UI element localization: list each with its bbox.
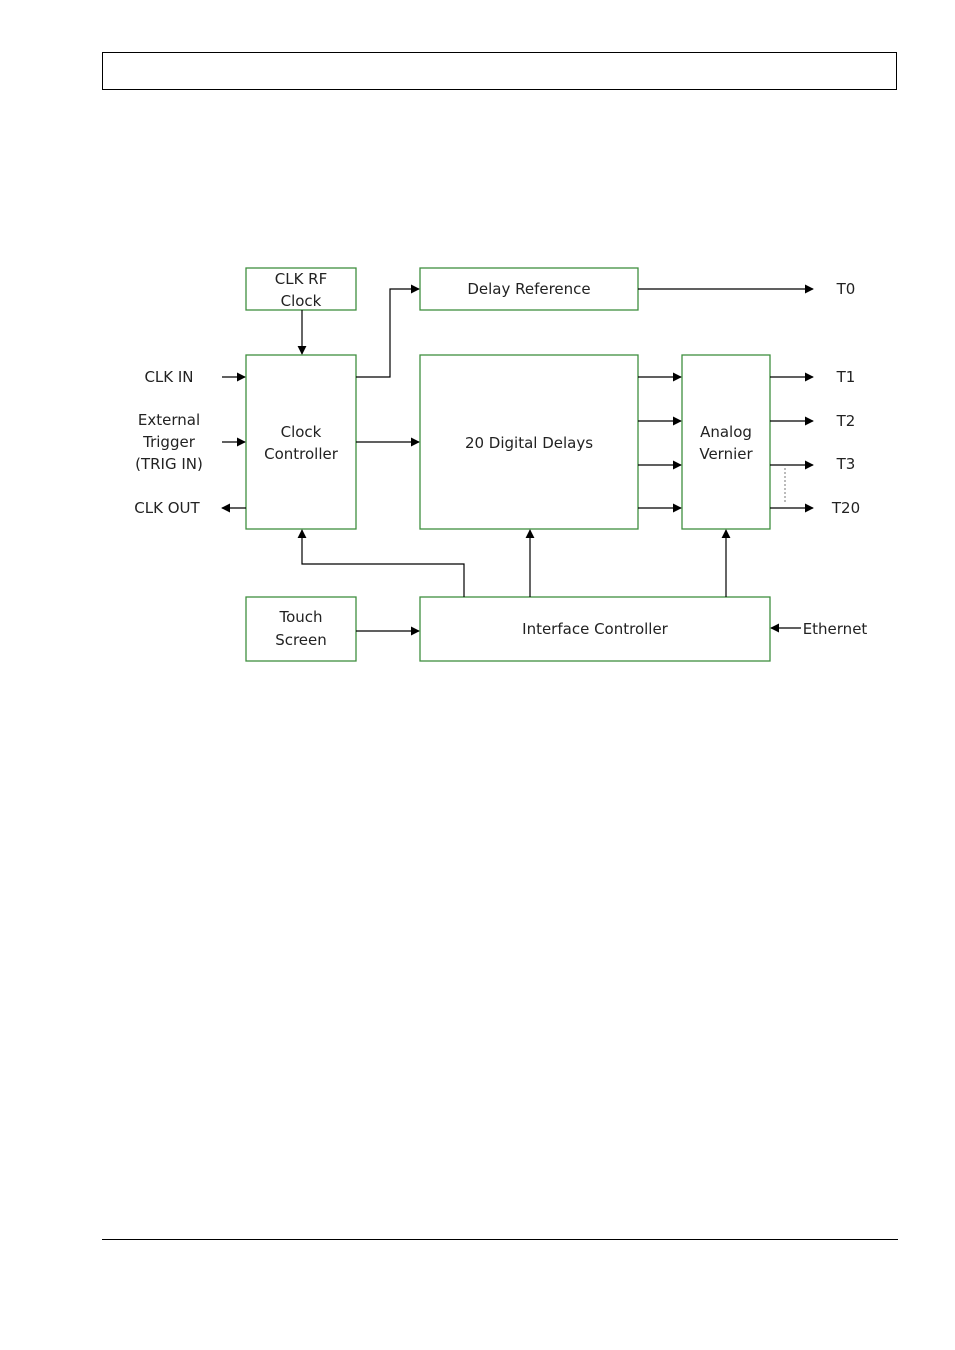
t2-label-line: T2 xyxy=(836,412,856,430)
t1-label: T1 xyxy=(836,368,856,386)
t20-label-line: T20 xyxy=(831,499,860,517)
analog-vernier-label-line: Vernier xyxy=(699,445,753,463)
external-trigger-label-line: External xyxy=(138,411,200,429)
footer-rule xyxy=(102,1239,898,1240)
interface-controller-label-line: Interface Controller xyxy=(522,620,669,638)
interface-to-clock-controller-arrow xyxy=(302,530,464,597)
t20-label: T20 xyxy=(831,499,860,517)
clk-out-label-line: CLK OUT xyxy=(134,499,200,517)
clock-controller-label-line: Clock xyxy=(281,423,322,441)
t1-label-line: T1 xyxy=(836,368,856,386)
clk-rf-clock-label-line: Clock xyxy=(281,292,322,310)
touch-screen-block xyxy=(246,597,356,661)
t0-label-line: T0 xyxy=(836,280,856,298)
touch-screen-label-line: Touch xyxy=(278,608,322,626)
ethernet-label: Ethernet xyxy=(803,620,868,638)
digital-delays-label-line: 20 Digital Delays xyxy=(465,434,593,452)
interface-controller-label: Interface Controller xyxy=(522,620,669,638)
external-trigger-label-line: (TRIG IN) xyxy=(135,455,203,473)
delay-reference-label-line: Delay Reference xyxy=(467,280,590,298)
clk-in-label-line: CLK IN xyxy=(144,368,193,386)
analog-vernier-label-line: Analog xyxy=(700,423,752,441)
clk-in-label: CLK IN xyxy=(144,368,193,386)
touch-screen-label-line: Screen xyxy=(275,631,327,649)
clock-controller-to-delay-reference-arrow xyxy=(356,289,419,377)
analog-vernier-block xyxy=(682,355,770,529)
clock-controller-block xyxy=(246,355,356,529)
external-trigger-label-line: Trigger xyxy=(142,433,196,451)
digital-delays-label: 20 Digital Delays xyxy=(465,434,593,452)
t3-label-line: T3 xyxy=(836,455,856,473)
t2-label: T2 xyxy=(836,412,856,430)
t0-label: T0 xyxy=(836,280,856,298)
clk-rf-clock-label-line: CLK RF xyxy=(275,270,328,288)
delay-reference-label: Delay Reference xyxy=(467,280,590,298)
ethernet-label-line: Ethernet xyxy=(803,620,868,638)
clock-controller-label-line: Controller xyxy=(264,445,339,463)
t3-label: T3 xyxy=(836,455,856,473)
clk-out-label: CLK OUT xyxy=(134,499,200,517)
